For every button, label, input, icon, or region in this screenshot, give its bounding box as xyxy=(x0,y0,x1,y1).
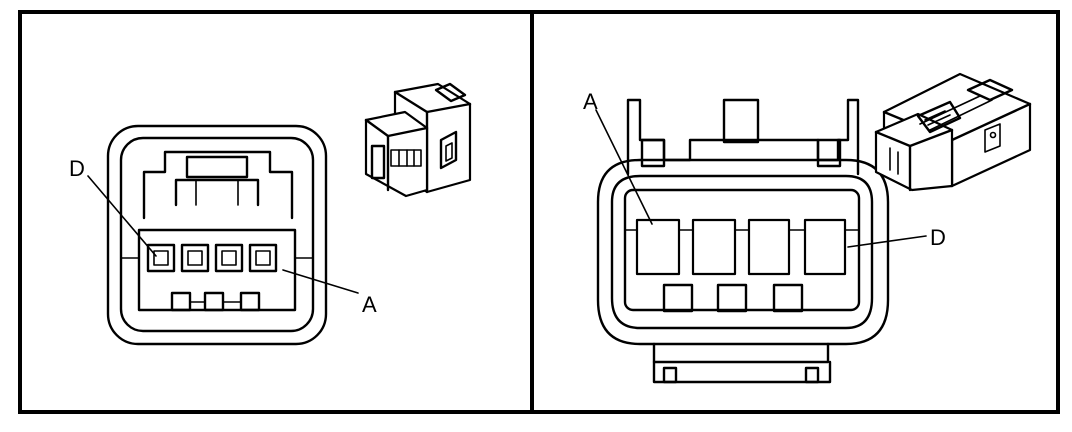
right-connector-isometric xyxy=(874,72,1032,192)
right-leader-d xyxy=(847,235,927,248)
left-panel-frame xyxy=(18,10,534,414)
right-label-d: D xyxy=(930,225,946,250)
right-panel-frame xyxy=(530,10,1060,414)
right-connector-face xyxy=(596,98,890,384)
left-terminal-cavities xyxy=(146,243,278,273)
left-connector-isometric xyxy=(364,82,472,198)
right-leader-a xyxy=(595,109,653,225)
left-label-a: A xyxy=(362,292,377,317)
left-leader-d xyxy=(87,175,157,257)
left-leader-a xyxy=(282,269,359,294)
left-connector-face xyxy=(106,124,328,346)
left-label-d: D xyxy=(69,156,85,181)
right-label-a: A xyxy=(583,89,598,114)
right-terminal-blades xyxy=(635,218,847,276)
